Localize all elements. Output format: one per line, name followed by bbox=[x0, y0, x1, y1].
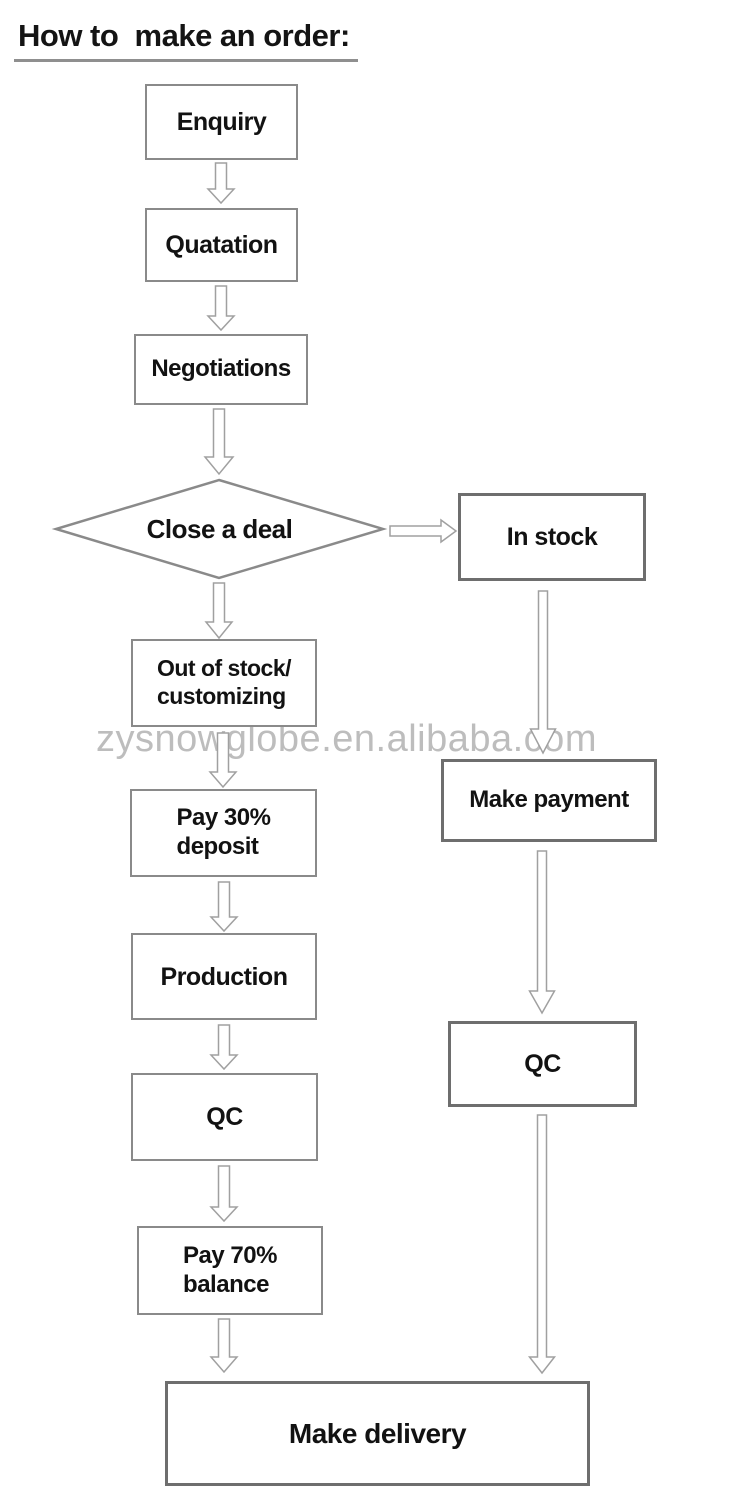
node-out-of-stock-line2: customizing bbox=[156, 683, 286, 709]
node-pay-30-line2: deposit bbox=[176, 833, 259, 860]
node-pay-70-balance: Pay 70% balance bbox=[137, 1226, 323, 1315]
node-make-delivery: Make delivery bbox=[165, 1381, 590, 1486]
page-title: How to make an order: bbox=[14, 18, 358, 62]
node-make-delivery-label: Make delivery bbox=[288, 1417, 467, 1449]
node-pay-30-line1: Pay 30% bbox=[176, 804, 271, 832]
node-production: Production bbox=[131, 933, 317, 1020]
node-production-label: Production bbox=[160, 962, 288, 991]
arrow-enquiry-to-quatation-icon bbox=[206, 162, 236, 205]
node-in-stock-label: In stock bbox=[506, 523, 598, 551]
node-qc-right-label: QC bbox=[524, 1050, 561, 1078]
node-pay-70-line1: Pay 70% bbox=[183, 1241, 277, 1269]
arrow-pay-70-to-make-delivery-icon bbox=[209, 1318, 239, 1374]
arrow-qc-to-pay-70-icon bbox=[209, 1165, 239, 1223]
node-negotiations: Negotiations bbox=[134, 334, 308, 405]
arrow-close-a-deal-to-in-stock-icon bbox=[389, 518, 458, 544]
arrow-qc-to-make-delivery-icon bbox=[527, 1114, 557, 1375]
arrow-production-to-qc-icon bbox=[209, 1024, 239, 1071]
arrow-negotiations-to-close-a-deal-icon bbox=[203, 408, 235, 476]
node-pay-30-deposit: Pay 30% deposit bbox=[130, 789, 317, 877]
node-quatation-label: Quatation bbox=[165, 231, 278, 259]
node-pay-70-line2: balance bbox=[183, 1270, 269, 1298]
node-qc-left: QC bbox=[131, 1073, 318, 1161]
node-in-stock: In stock bbox=[458, 493, 646, 581]
node-make-payment-label: Make payment bbox=[469, 786, 629, 814]
node-enquiry-label: Enquiry bbox=[176, 108, 267, 136]
arrow-close-a-deal-to-out-of-stock-icon bbox=[204, 582, 234, 640]
node-make-payment: Make payment bbox=[441, 759, 657, 842]
node-qc-left-label: QC bbox=[206, 1103, 243, 1131]
node-enquiry: Enquiry bbox=[145, 84, 298, 160]
arrow-quatation-to-negotiations-icon bbox=[206, 285, 236, 332]
node-negotiations-label: Negotiations bbox=[151, 355, 291, 383]
arrow-pay-30-to-production-icon bbox=[209, 881, 239, 933]
node-quatation: Quatation bbox=[145, 208, 298, 282]
node-close-a-deal: Close a deal bbox=[56, 481, 383, 578]
node-qc-right: QC bbox=[448, 1021, 637, 1107]
arrow-make-payment-to-qc-icon bbox=[528, 850, 556, 1015]
node-out-of-stock: Out of stock/ customizing bbox=[131, 639, 317, 727]
node-close-a-deal-label: Close a deal bbox=[146, 514, 293, 544]
node-out-of-stock-line1: Out of stock/ bbox=[156, 655, 292, 682]
